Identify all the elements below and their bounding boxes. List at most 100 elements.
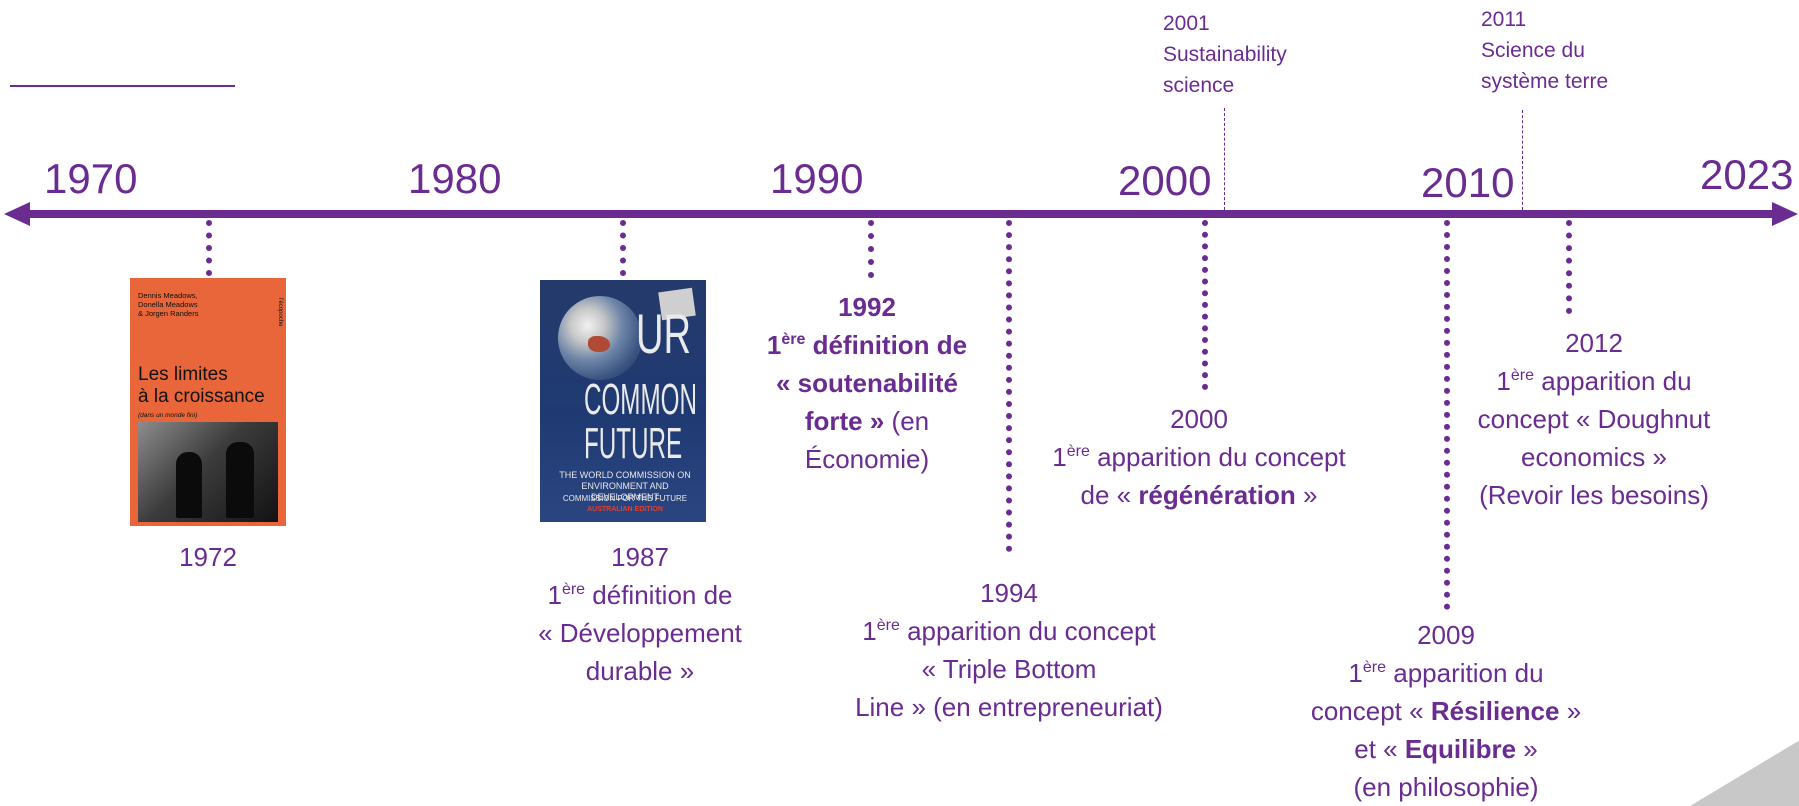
corner-triangle-decoration xyxy=(1690,740,1799,806)
timeline-axis xyxy=(22,210,1774,218)
event-1987-ordinal-sup: ère xyxy=(561,581,586,598)
milestone-2001-line2: science xyxy=(1163,74,1235,97)
book-limits-author-2: Donella Meadows xyxy=(138,300,198,309)
milestone-2001-line1: Sustainability xyxy=(1163,43,1287,66)
event-2009-text1: apparition du xyxy=(1386,658,1544,688)
event-2009-year: 2009 xyxy=(1417,620,1475,650)
event-1992-year: 1992 xyxy=(838,292,896,322)
book-limits-edition: l'écopoche xyxy=(277,298,283,327)
event-2012: 2012 1ère apparition du concept « Doughn… xyxy=(1450,324,1738,514)
connector-1972 xyxy=(206,220,212,276)
book-common-future-title-b: COMMON xyxy=(584,375,697,424)
event-2000: 2000 1ère apparition du concept de « rég… xyxy=(1016,400,1382,514)
event-2012-ordinal-sup: ère xyxy=(1510,367,1535,384)
event-2009-text2a: concept « xyxy=(1310,696,1431,726)
connector-2000 xyxy=(1202,220,1208,390)
event-1992-ordinal-sup: ère xyxy=(781,331,806,348)
book-common-future-sub3: AUSTRALIAN EDITION xyxy=(587,506,663,513)
event-2012-line1: 1ère apparition du xyxy=(1450,362,1738,400)
book-cover-common-future: UR COMMON FUTURE THE WORLD COMMISSION ON… xyxy=(540,280,706,522)
event-2012-ordinal: 1 xyxy=(1496,366,1511,396)
title-underline xyxy=(10,85,235,87)
book-limits-title: Les limites à la croissance xyxy=(138,364,265,408)
event-1992-text3b: (en xyxy=(884,406,930,436)
book-limits-author-3: & Jorgen Randers xyxy=(138,309,199,318)
milestone-2011-line2: système terre xyxy=(1481,70,1609,93)
connector-1987 xyxy=(620,220,626,276)
event-1992-ordinal: 1 xyxy=(766,330,782,360)
connector-2009 xyxy=(1444,220,1450,610)
axis-label-1980: 1980 xyxy=(408,155,502,202)
event-2009-ordinal-sup: ère xyxy=(1362,659,1387,676)
event-2000-year: 2000 xyxy=(1170,404,1228,434)
event-1972-year: 1972 xyxy=(179,542,237,572)
book-common-future-title-c: FUTURE xyxy=(584,419,683,468)
milestone-2001-year: 2001 xyxy=(1163,12,1210,35)
book-limits-authors: Dennis Meadows, Donella Meadows & Jorgen… xyxy=(138,291,198,318)
event-2009-text2b: Résilience xyxy=(1430,696,1560,726)
event-1992-line1: 1ère définition de xyxy=(752,326,982,364)
milestone-2011-line1: Science du xyxy=(1481,39,1585,62)
book-cover-limits: Dennis Meadows, Donella Meadows & Jorgen… xyxy=(130,278,286,526)
axis-label-2000: 2000 xyxy=(1118,157,1212,204)
event-1987-ordinal: 1 xyxy=(547,580,562,610)
event-2009-line4: (en philosophie) xyxy=(1353,772,1539,802)
event-2009-text3c: » xyxy=(1516,734,1538,764)
book-limits-photo xyxy=(138,422,278,522)
event-2012-text1: apparition du xyxy=(1534,366,1692,396)
event-1987-line3: durable » xyxy=(585,656,695,686)
milestone-2001: 2001 Sustainability science xyxy=(1163,8,1287,101)
axis-label-2023: 2023 xyxy=(1700,151,1794,198)
milestone-2011: 2011 Science du système terre xyxy=(1481,4,1608,97)
connector-1994 xyxy=(1006,220,1012,552)
book-limits-author-1: Dennis Meadows, xyxy=(138,291,198,300)
event-2012-year: 2012 xyxy=(1565,328,1623,358)
event-2000-text2a: de « xyxy=(1080,480,1139,510)
arrow-left-icon xyxy=(4,202,30,226)
event-2009-text3b: Equilibre xyxy=(1404,734,1517,764)
event-1987-line1: 1ère définition de xyxy=(500,576,780,614)
milestone-2011-year: 2011 xyxy=(1481,8,1527,31)
event-2009-text2c: » xyxy=(1559,696,1582,726)
axis-label-1990: 1990 xyxy=(770,155,864,202)
event-1992-text3a: forte » xyxy=(804,406,885,436)
earth-continent xyxy=(588,336,610,352)
book-limits-title-line1: Les limites xyxy=(138,364,228,385)
event-2000-ordinal: 1 xyxy=(1052,442,1067,472)
book-limits-title-line2: à la croissance xyxy=(138,386,265,407)
event-2000-line2: de « régénération » xyxy=(1016,476,1382,514)
event-2009-text3a: et « xyxy=(1354,734,1405,764)
event-2012-line4: (Revoir les besoins) xyxy=(1479,480,1709,510)
axis-label-2010: 2010 xyxy=(1421,159,1515,206)
event-1987-line2: « Développement xyxy=(538,618,742,648)
event-1994-line2: « Triple Bottom xyxy=(921,654,1097,684)
event-2012-line2: concept « Doughnut xyxy=(1477,404,1711,434)
event-1994-line1: 1ère apparition du concept xyxy=(826,612,1192,650)
event-2000-text1: apparition du concept xyxy=(1089,442,1346,472)
event-1994-ordinal: 1 xyxy=(862,616,877,646)
book-common-future-title-a: UR xyxy=(636,302,692,365)
event-1987-text1: définition de xyxy=(585,580,733,610)
book-limits-photo-figure xyxy=(226,442,254,518)
book-common-future-title: COMMON FUTURE xyxy=(584,378,705,466)
book-common-future-sub2: COMMISSION FOR THE FUTURE xyxy=(562,494,688,503)
event-2012-line3: economics » xyxy=(1521,442,1667,472)
event-1994: 1994 1ère apparition du concept « Triple… xyxy=(826,574,1192,726)
event-2009: 2009 1ère apparition du concept « Résili… xyxy=(1270,616,1622,806)
event-2009-line1: 1ère apparition du xyxy=(1270,654,1622,692)
event-2000-ordinal-sup: ère xyxy=(1066,443,1090,460)
event-2000-text2b: régénération xyxy=(1138,480,1296,510)
event-1994-text1: apparition du concept xyxy=(899,616,1156,646)
event-2009-ordinal: 1 xyxy=(1348,658,1363,688)
event-2009-line3: et « Equilibre » xyxy=(1270,730,1622,768)
connector-2012 xyxy=(1566,220,1572,314)
event-2000-line1: 1ère apparition du concept xyxy=(1016,438,1382,476)
arrow-right-icon xyxy=(1772,202,1798,226)
event-1992-line2: « soutenabilité xyxy=(775,368,959,398)
event-1987-year: 1987 xyxy=(611,542,669,572)
event-2009-line2: concept « Résilience » xyxy=(1270,692,1622,730)
connector-1992 xyxy=(868,220,874,278)
event-1992-line3: forte » (en xyxy=(752,402,982,440)
event-1994-line3: Line » (en entrepreneuriat) xyxy=(855,692,1163,722)
book-limits-subtitle: (dans un monde fini) xyxy=(138,412,198,419)
